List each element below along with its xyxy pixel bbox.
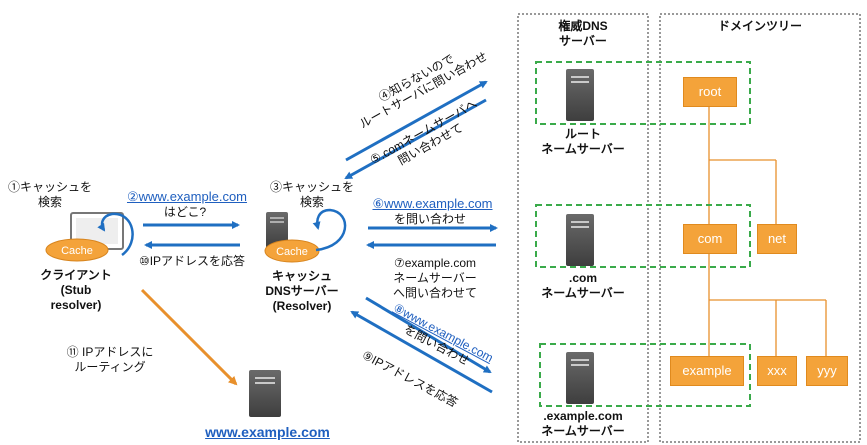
root-server-icon [566,69,594,121]
authoritative-panel [517,13,649,443]
example-server-icon [566,352,594,404]
resolver-server-icon [266,212,288,248]
client-cache-ellipse [45,238,109,262]
root-zone [535,61,751,125]
client-step1-line1: ①キャッシュを [7,180,92,194]
step2-url[interactable]: ②www.example.com [126,189,248,204]
arrow-step9 [350,310,493,394]
com-server-label-line2: ネームサーバー [541,286,625,300]
step7-line1: ⑦example.com [393,256,477,270]
resolver-cache-label: Cache [276,246,308,258]
example-server-label-line2: ネームサーバー [541,424,625,438]
arrow-step4 [345,80,488,162]
arrow-step11 [140,288,238,386]
domain-tree-panel [659,13,861,443]
web-server-url[interactable]: www.example.com [205,424,330,440]
step6-tail: を問い合わせ [393,212,466,226]
step11-line2: ルーティング [74,360,146,374]
step10-label: ⑩IPアドレスを応答 [138,254,246,268]
resolver-step3-line2: 検索 [299,195,324,209]
client-label-line2: (Stub [60,283,92,297]
arrow-step8 [365,296,492,374]
step11-line1: ⑪ IPアドレスに [66,345,154,359]
step7-line2: ネームサーバー [393,271,477,285]
com-server-label-line1: .com [568,271,597,285]
tree-node-net: net [757,224,797,254]
domain-tree-title: ドメインツリー [717,19,802,33]
root-server-label-line2: ネームサーバー [541,142,625,156]
web-server-icon [249,370,281,417]
tree-node-example: example [670,356,744,386]
example-server-label-line1: .example.com [543,409,623,423]
com-zone [535,204,751,268]
client-label-line1: クライアント [40,268,112,282]
resolver-label-line3: (Resolver) [272,299,332,313]
client-label-line3: resolver) [50,298,102,312]
client-cache-loop-arrow [97,212,134,257]
tree-node-xxx: xxx [757,356,797,386]
step2-tail: はどこ? [163,205,207,219]
step7-line3: へ問い合わせて [392,286,477,300]
authoritative-title-line1: 権威DNS [558,19,608,33]
tree-node-com: com [683,224,737,254]
client-step1-line2: 検索 [37,195,62,209]
example-zone [539,343,751,407]
tree-node-root: root [683,77,737,107]
resolver-label-line1: キャッシュ [271,269,332,283]
com-server-icon [566,214,594,266]
root-server-label-line1: ルート [564,127,601,141]
resolver-step3-line1: ③キャッシュを [269,180,354,194]
tree-node-yyy: yyy [806,356,848,386]
step6-url[interactable]: ⑥www.example.com [372,196,493,211]
client-cache-label: Cache [61,245,93,257]
resolver-cache-ellipse [264,239,320,263]
resolver-cache-loop-arrow [312,208,347,252]
zones [535,61,751,407]
arrow-step5 [344,98,487,180]
authoritative-title-line2: サーバー [559,34,607,48]
resolver-label-line2: DNSサーバー [265,284,339,298]
